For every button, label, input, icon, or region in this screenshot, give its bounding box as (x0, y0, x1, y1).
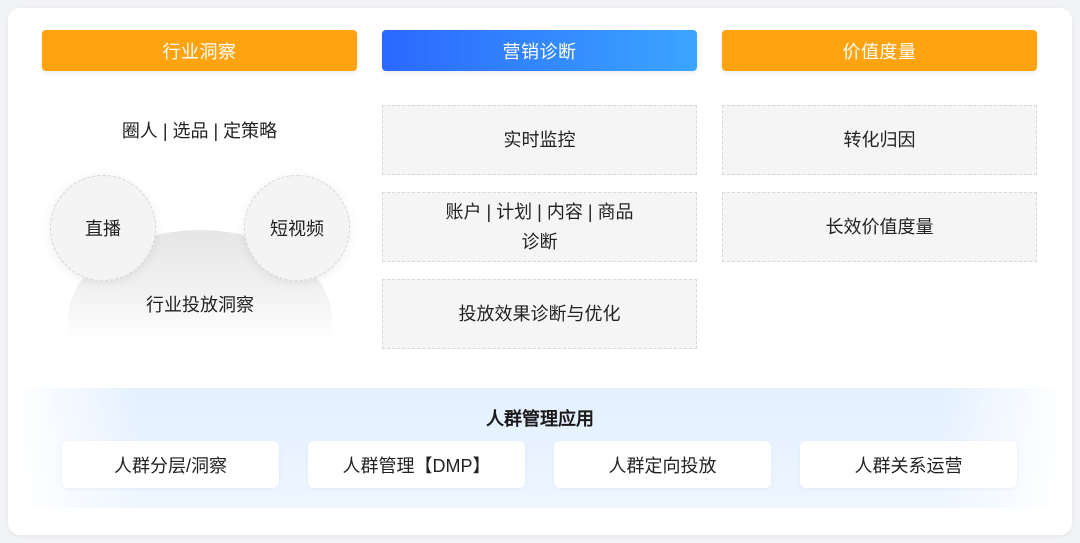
audience-item-dmp: 人群管理【DMP】 (308, 441, 525, 488)
audience-item-targeting: 人群定向投放 (554, 441, 771, 488)
diagnosis-item-label: 实时监控 (503, 130, 576, 150)
header-marketing-diagnosis: 营销诊断 (382, 30, 697, 71)
header-industry-insight-label: 行业洞察 (162, 41, 237, 62)
value-item-label: 转化归因 (843, 130, 916, 150)
diagnosis-item-effect-optimization: 投放效果诊断与优化 (382, 279, 697, 349)
header-industry-insight: 行业洞察 (42, 30, 357, 71)
value-item-label: 长效价值度量 (825, 217, 934, 237)
audience-title: 人群管理应用 (486, 409, 594, 429)
header-marketing-diagnosis-label: 营销诊断 (502, 41, 577, 62)
circle-live-streaming-label: 直播 (85, 219, 121, 239)
industry-tagline: 圈人 | 选品 | 定策略 (121, 121, 278, 141)
industry-base-label: 行业投放洞察 (146, 295, 254, 315)
diagnosis-item-label: 投放效果诊断与优化 (458, 304, 621, 324)
diagnosis-item-label-line2: 诊断 (521, 232, 558, 252)
header-value-measurement: 价值度量 (722, 30, 1037, 71)
circle-short-video: 短视频 (244, 175, 350, 281)
audience-item-label: 人群分层/洞察 (113, 455, 227, 476)
audience-item-label: 人群管理【DMP】 (342, 455, 491, 476)
circle-short-video-label: 短视频 (270, 219, 324, 239)
diagnosis-item-realtime-monitoring: 实时监控 (382, 105, 697, 175)
header-value-measurement-label: 价值度量 (842, 41, 917, 62)
circle-live-streaming: 直播 (50, 175, 156, 281)
value-item-conversion-attribution: 转化归因 (722, 105, 1037, 175)
audience-item-label: 人群关系运营 (854, 455, 963, 476)
value-item-long-term-value: 长效价值度量 (722, 192, 1037, 262)
audience-item-label: 人群定向投放 (608, 455, 717, 476)
diagnosis-item-label: 账户 | 计划 | 内容 | 商品 (445, 202, 634, 222)
audience-item-relationship: 人群关系运营 (800, 441, 1017, 488)
diagnosis-item-entity-diagnosis: 账户 | 计划 | 内容 | 商品 诊断 (382, 192, 697, 262)
audience-item-segmentation: 人群分层/洞察 (62, 441, 279, 488)
